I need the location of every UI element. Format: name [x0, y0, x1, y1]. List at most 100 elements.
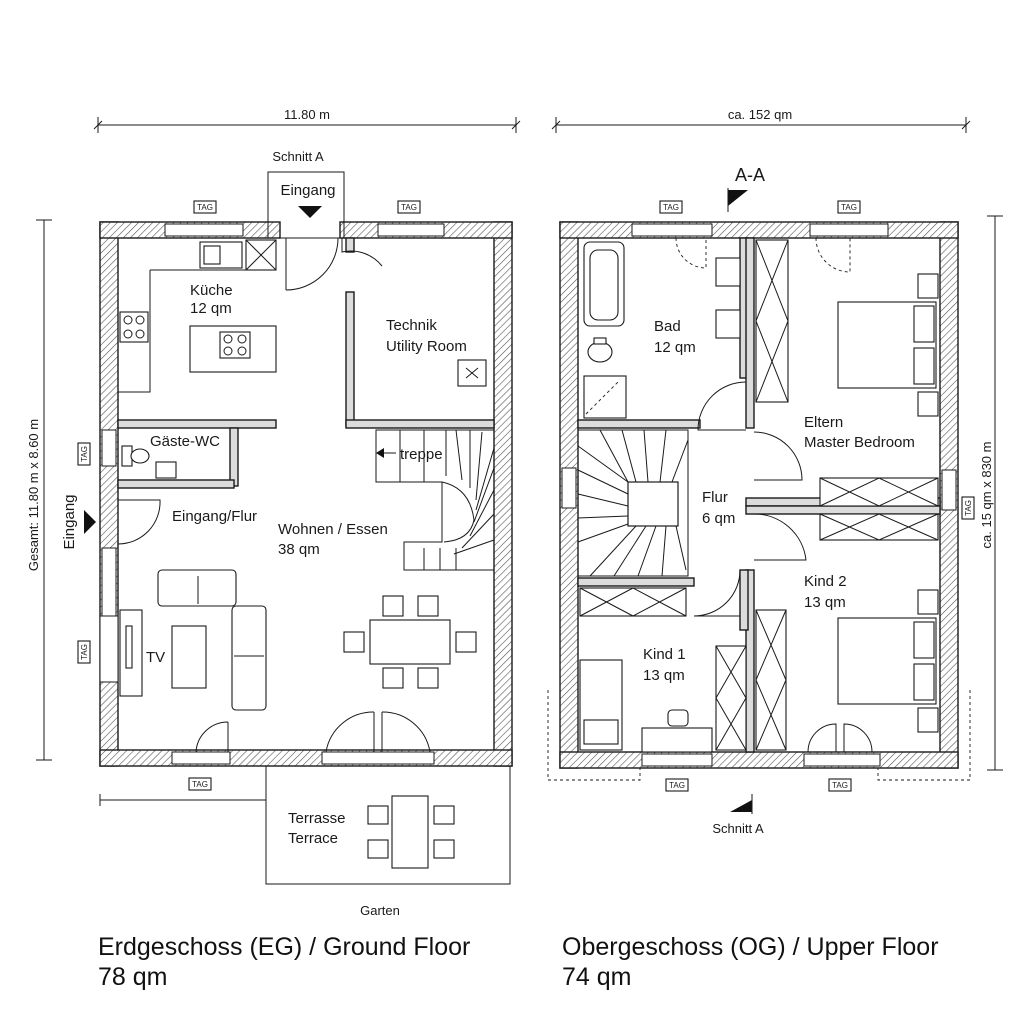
dimension-top-ground: 11.80 m: [93, 107, 521, 133]
tag-label: TAG: [80, 446, 89, 462]
ground-wall-wc-bottom: [117, 479, 235, 489]
section-arrow-icon: [728, 190, 748, 206]
upper-hall-name: Flur: [702, 489, 728, 506]
tv-label: TV: [146, 649, 165, 666]
entrance-side-label: Eingang: [61, 494, 78, 549]
kitchen: Küche 12 qm: [118, 239, 277, 393]
kid1-area: 13 qm: [643, 667, 685, 684]
upper-floor-title: Obergeschoss (OG) / Upper Floor: [562, 933, 939, 961]
terrace-name: Terrasse: [288, 810, 346, 827]
upper-hall-area: 6 qm: [702, 510, 735, 527]
master-bed: [837, 273, 939, 417]
tag-label: TAG: [669, 781, 685, 790]
section-marker-label: A-A: [735, 165, 765, 185]
ground-wall-utility-left: [345, 291, 355, 427]
guest-wc-label: Gäste-WC: [150, 433, 220, 450]
ground-window-bottom-1: [171, 751, 231, 765]
coffee-table: [171, 625, 207, 689]
ground-wall-kitchen-bottom: [117, 419, 277, 429]
master-name-en: Master Bedroom: [804, 434, 915, 451]
ground-floor-area: 78 qm: [98, 963, 167, 991]
tag-label: TAG: [841, 203, 857, 212]
ground-entrance-top: Eingang Schnitt A: [267, 149, 383, 291]
staircase-ground: treppe: [375, 429, 495, 571]
utility-name-en: Utility Room: [386, 338, 467, 355]
ground-window-top-1: [164, 223, 244, 237]
kid2-name: Kind 2: [804, 573, 847, 590]
hall-label: Eingang/Flur: [172, 508, 257, 525]
upper-floor-area: 74 qm: [562, 963, 631, 991]
dimension-upper-total: ca. 15 qm x 830 m: [979, 442, 994, 549]
tag-label: TAG: [192, 780, 208, 789]
dimension-ground-total: Gesamt: 11.80 m x 8.60 m: [26, 419, 41, 571]
toilet: [587, 341, 613, 363]
guest-wc: Gäste-WC: [121, 433, 220, 479]
sofa-top: [157, 569, 237, 607]
sofa-right: [231, 605, 267, 711]
bath-name: Bad: [654, 318, 681, 335]
bath-sink-2: [715, 309, 741, 339]
hall-ground: Eingang Eingang/Flur: [61, 494, 257, 549]
ground-wall-entry-top: [345, 237, 355, 253]
upper-wall-bottom: [559, 751, 959, 769]
wardrobes: [579, 239, 939, 751]
bathroom: Bad 12 qm: [583, 241, 741, 419]
ground-window-left-3: [99, 615, 119, 683]
dining-table: [369, 619, 451, 665]
tag-label: TAG: [663, 203, 679, 212]
dimension-ground-width: 11.80 m: [284, 107, 330, 122]
section-cut-bottom-label: Schnitt A: [712, 821, 764, 836]
entrance-arrow-icon: [298, 206, 322, 218]
ground-wall-left: [99, 221, 119, 767]
ground-door-terrace: [321, 751, 435, 765]
staircase-upper: [577, 429, 689, 577]
section-marker-bottom: Schnitt A: [712, 794, 764, 836]
terrace: Terrasse Terrace: [99, 765, 511, 885]
ground-wall-wc-right: [229, 427, 239, 487]
ground-wall-utility-bottom: [345, 419, 495, 429]
living-name: Wohnen / Essen: [278, 521, 388, 538]
dimension-top-upper: ca. 152 qm: [551, 107, 971, 133]
kid1-desk: [579, 659, 713, 753]
bath-area: 12 qm: [654, 339, 696, 356]
dimension-upper-area: ca. 152 qm: [728, 107, 792, 122]
wc-sink: [155, 461, 177, 479]
terrace-name-en: Terrace: [288, 830, 338, 847]
ground-tags: TAG TAG TAG TAG TAG: [77, 200, 421, 791]
tag-label: TAG: [80, 644, 89, 660]
cooktop: [119, 311, 149, 343]
ground-wall-bottom: [99, 749, 513, 767]
entrance-side-arrow-icon: [84, 510, 96, 534]
ground-wall-right: [493, 221, 513, 767]
section-marker-top: A-A: [727, 165, 765, 212]
kitchen-name: Küche: [190, 282, 233, 299]
master-name: Eltern: [804, 414, 843, 431]
entrance-top-label: Eingang: [280, 182, 335, 199]
section-cut-top-label: Schnitt A: [272, 149, 324, 164]
ground-window-left-2: [101, 547, 117, 617]
upper-wall-top: [559, 221, 959, 239]
stairs-label: treppe: [400, 446, 443, 463]
captions: Erdgeschoss (EG) / Ground Floor 78 qm Ob…: [98, 933, 939, 991]
section-arrow-icon: [730, 800, 752, 812]
ground-window-top-2: [377, 223, 445, 237]
tag-label: TAG: [832, 781, 848, 790]
dimension-left-ground: Gesamt: 11.80 m x 8.60 m: [26, 219, 52, 761]
tag-label: TAG: [964, 500, 973, 516]
living-area: 38 qm: [278, 541, 320, 558]
living-dining: Wohnen / Essen 38 qm TV: [119, 521, 477, 753]
dimension-right-upper: ca. 15 qm x 830 m: [979, 215, 1003, 771]
ground-window-left-1: [101, 429, 117, 467]
shower: [583, 375, 627, 419]
upper-floor-plan: Bad 12 qm: [547, 165, 975, 836]
upper-tags: TAG TAG TAG TAG TAG: [659, 200, 975, 792]
kid2-bed: [837, 589, 939, 733]
kid2-area: 13 qm: [804, 594, 846, 611]
tag-label: TAG: [197, 203, 213, 212]
kitchen-area: 12 qm: [190, 300, 232, 317]
ground-floor-title: Erdgeschoss (EG) / Ground Floor: [98, 933, 470, 961]
utility-name: Technik: [386, 317, 437, 334]
utility-room: Technik Utility Room: [386, 317, 487, 387]
tag-label: TAG: [401, 203, 417, 212]
